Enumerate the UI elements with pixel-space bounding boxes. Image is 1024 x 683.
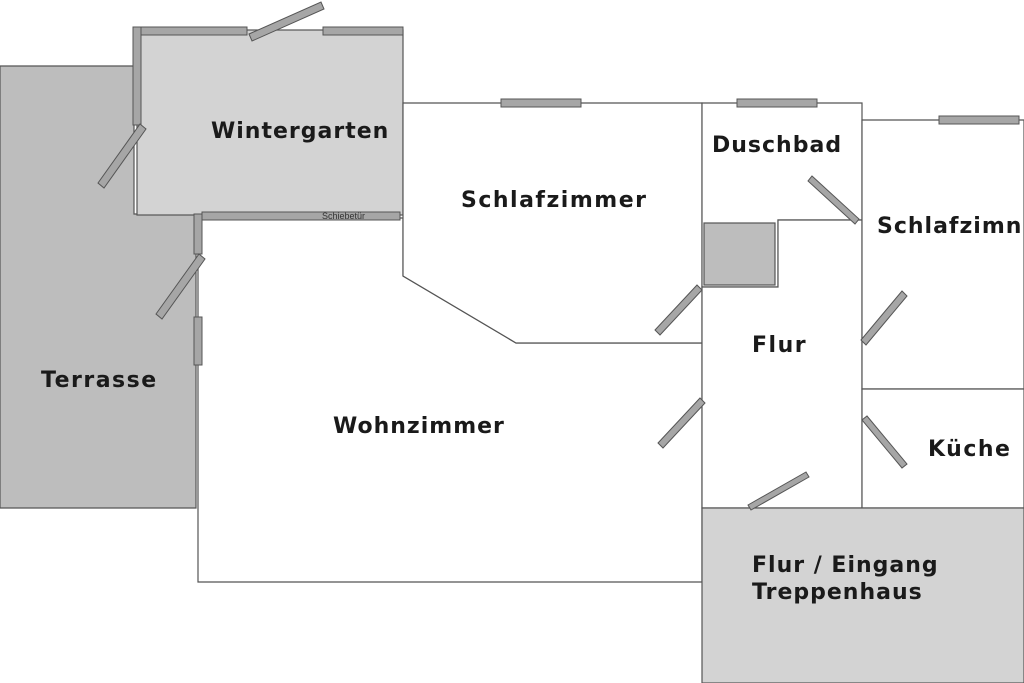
door-schlafzimmer [654, 284, 703, 336]
window-wohnzimmer-left [193, 213, 203, 255]
window-wintergarten-top-right [322, 26, 404, 36]
door-duschbad [807, 175, 860, 225]
schlafzimmer-2-area [861, 119, 1024, 390]
label-terrasse: Terrasse [41, 368, 158, 393]
label-kueche: Küche [928, 437, 1011, 462]
window-schlafzimmer [500, 98, 582, 108]
kueche-area [861, 388, 1024, 509]
door-schlafzimmer-2 [860, 290, 908, 346]
doors [97, 1, 908, 511]
window-schlafzimmer-2 [938, 115, 1020, 125]
door-wintergarten-top [248, 1, 325, 42]
label-wohnzimmer: Wohnzimmer [333, 414, 505, 439]
label-flur: Flur [752, 333, 807, 358]
window-wohnzimmer-left-lower [193, 316, 203, 366]
eingang-area [701, 507, 1024, 683]
label-duschbad: Duschbad [712, 133, 842, 158]
window-schiebetuer [201, 211, 401, 221]
label-schlafzimmer-2: Schlafzimn [877, 214, 1022, 239]
door-wohnzimmer-flur [657, 397, 706, 449]
label-wintergarten: Wintergarten [211, 119, 389, 144]
door-wintergarten-left [97, 123, 147, 189]
label-schlafzimmer: Schlafzimmer [461, 188, 647, 213]
windows [132, 26, 1020, 366]
door-eingang [747, 471, 810, 511]
label-eingang-line2: Treppenhaus [752, 580, 923, 605]
door-terrasse [155, 253, 206, 320]
schlafzimmer-area [402, 102, 703, 344]
label-eingang-line1: Flur / Eingang [752, 553, 939, 578]
door-kueche [861, 415, 908, 469]
window-duschbad [736, 98, 818, 108]
window-wintergarten-top-left [140, 26, 248, 36]
label-schiebetuer: Schiebetür [322, 211, 365, 221]
window-wintergarten-left [132, 26, 142, 126]
shaft-block [703, 222, 776, 286]
